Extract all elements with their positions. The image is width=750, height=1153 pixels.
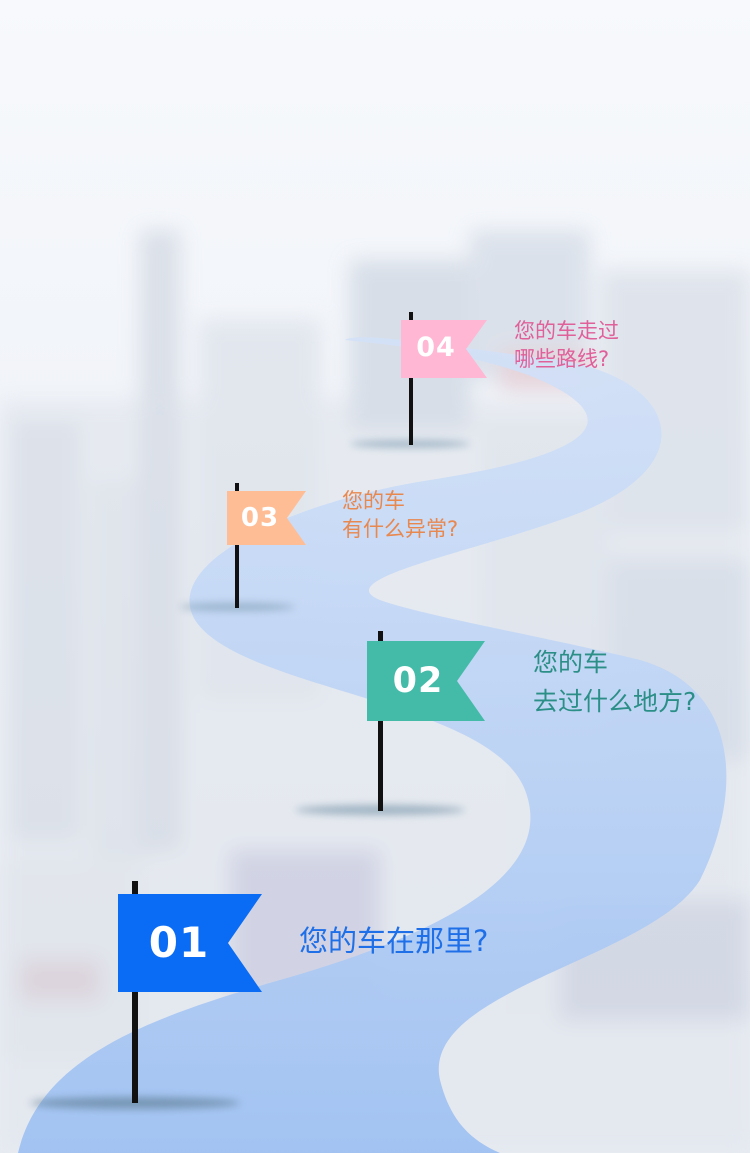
flag-pole-03 [235, 483, 239, 608]
caption-04-line-2: 哪些路线? [514, 347, 610, 372]
caption-01: 您的车在那里? [299, 922, 488, 961]
flag-03-banner [227, 491, 306, 545]
flag-pole-04 [409, 312, 413, 445]
flag-number-01: 01 [148, 918, 210, 967]
winding-road [18, 337, 727, 1153]
caption-03-line-1: 您的车 [342, 489, 405, 513]
caption-04: 您的车走过 哪些路线? [514, 317, 619, 374]
flag-number-02: 02 [392, 661, 444, 701]
flag-04-banner [401, 320, 487, 378]
caption-04-line-1: 您的车走过 [514, 319, 619, 343]
caption-01-line-1: 您的车在那里? [299, 924, 489, 958]
flag-01-banner [118, 894, 262, 992]
caption-03: 您的车 有什么异常? [342, 487, 458, 544]
caption-02-line-2: 去过什么地方? [533, 686, 697, 716]
flag-02-banner [367, 641, 485, 721]
caption-02-line-1: 您的车 [533, 648, 609, 677]
flag-number-03: 03 [240, 503, 280, 533]
caption-03-line-2: 有什么异常? [342, 517, 459, 542]
caption-02: 您的车 去过什么地方? [533, 644, 696, 722]
flag-number-04: 04 [416, 332, 456, 363]
